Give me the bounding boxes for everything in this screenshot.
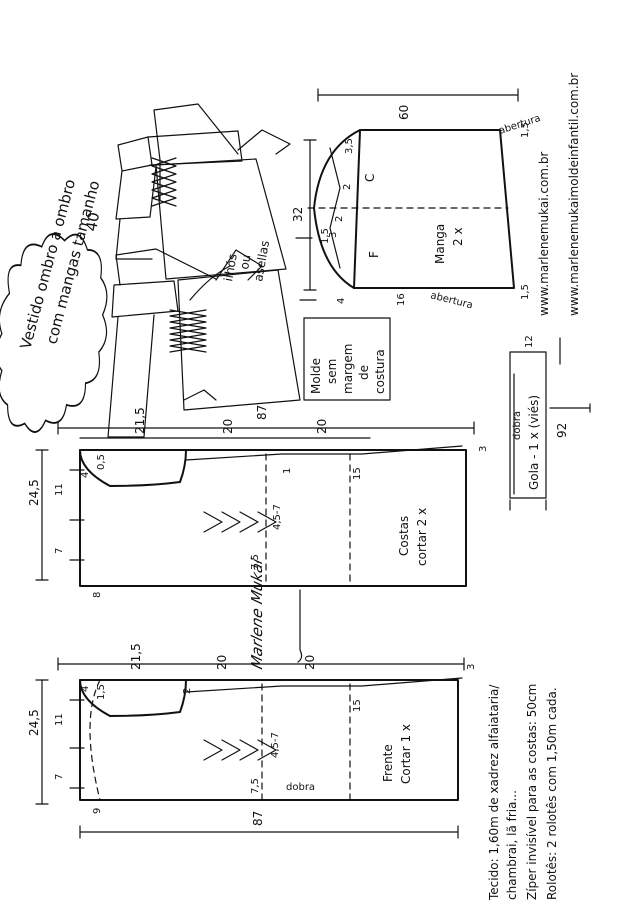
- notes-line4: Rolotês: 2 rolotês com 1,50m cada.: [545, 687, 559, 900]
- website-line2: www.marlenemukaimoldeinfantil.com.br: [567, 73, 581, 316]
- notes-line1: Tecido: 1,60m de xadrez alfaiataria/: [487, 684, 501, 900]
- molde-box: Molde sem margem de costura: [303, 317, 391, 401]
- sleeve-side-mark-2: 1,5: [520, 284, 531, 300]
- eyelets-label-2: ou: [237, 253, 253, 270]
- front-bottom: 9: [92, 808, 103, 814]
- sleeve-label-f: F: [367, 251, 381, 258]
- back-pattern: [35, 421, 475, 587]
- front-label: Frente: [381, 744, 395, 782]
- sleeve-label-name: Manga: [433, 224, 447, 264]
- front-neck2: 1,5: [96, 684, 107, 700]
- collar-dobra: dobra: [512, 411, 523, 440]
- title-cloud: Vestido ombro a ombro com mangas tamanho…: [0, 177, 108, 433]
- back-seg2: 20: [221, 419, 235, 434]
- sleeve-width: 60: [397, 105, 411, 120]
- front-dobra: dobra: [286, 782, 315, 793]
- back-seg3: 20: [315, 419, 329, 434]
- sleeve-height: 32: [291, 207, 305, 222]
- back-mark1: 1: [282, 468, 293, 474]
- notes-line2: chambrai, lã fria...: [505, 790, 519, 900]
- sleeve-cap-mark-3: 2: [334, 216, 345, 222]
- back-neck: 4: [80, 472, 91, 478]
- collar-height: 12: [524, 335, 535, 348]
- back-v3: 7: [54, 548, 65, 554]
- sleeve-left-mark: 4: [336, 298, 347, 304]
- eyelets-label-3: asellas: [251, 239, 272, 282]
- front-seg2: 20: [215, 655, 229, 670]
- title-size: 40: [82, 211, 103, 233]
- sleeve-bottom-mark: 16: [396, 293, 407, 306]
- molde-line1: Molde: [309, 358, 323, 394]
- back-cut: cortar 2 x: [415, 508, 429, 566]
- sleeve-abertura-bottom: abertura: [429, 290, 474, 311]
- back-v2: 11: [54, 483, 65, 496]
- sleeve-pattern: [295, 88, 519, 301]
- eyelets-label-1: ilhós: [221, 253, 240, 283]
- sleeve-label-cut: 2 x: [451, 227, 465, 246]
- back-hem: 3: [478, 446, 489, 452]
- sleeve-cap-mark-1: 3,5: [344, 138, 355, 154]
- back-total: 87: [255, 405, 269, 420]
- collar-pattern: dobra Gola - 1 x (viés) 12 92: [509, 335, 591, 511]
- eyelets-annotation: ilhós ou asellas: [189, 239, 272, 301]
- front-pattern: [35, 657, 465, 839]
- sleeve-cap-mark-5: 1,5: [320, 228, 331, 244]
- signature-text: Marlene Mukai: [248, 556, 266, 671]
- front-v1: 24,5: [27, 709, 41, 736]
- molde-line5: costura: [373, 349, 387, 394]
- dress-illustration-top: [115, 103, 291, 280]
- back-neck2: 0,5: [96, 454, 107, 470]
- collar-label: Gola - 1 x (viés): [527, 395, 541, 490]
- molde-line3: margem: [341, 344, 355, 394]
- front-total: 87: [251, 811, 265, 826]
- front-v2: 11: [54, 713, 65, 726]
- notes-line3: Zíper invisível para as costas: 50cm: [525, 684, 539, 900]
- front-seg3: 20: [303, 655, 317, 670]
- back-label: Costas: [397, 516, 411, 556]
- sleeve-cap-mark-2: 2: [342, 184, 353, 190]
- back-seg1: 21,5: [133, 407, 147, 434]
- back-side: 15: [352, 467, 363, 480]
- front-arm: 2: [182, 688, 193, 694]
- front-neck: 4: [80, 686, 91, 692]
- front-hem: 3: [466, 664, 477, 670]
- front-v3: 7: [54, 774, 65, 780]
- back-v1: 24,5: [27, 479, 41, 506]
- front-ladder2: 7,5: [250, 778, 261, 794]
- front-side: 15: [352, 699, 363, 712]
- lacing-top: [151, 157, 177, 207]
- sleeve-label-c: C: [363, 174, 377, 182]
- molde-line2: sem: [325, 359, 339, 384]
- collar-length: 92: [555, 423, 569, 438]
- signature: Marlene Mukai: [248, 556, 303, 671]
- front-cut: Cortar 1 x: [399, 724, 413, 784]
- sleeve-cap-mark-4: 3: [328, 232, 339, 238]
- back-ladder2: 7,5: [250, 554, 261, 570]
- sleeve-side-mark-1: 1,5: [520, 122, 531, 138]
- back-bottom: 8: [92, 592, 103, 598]
- website-line1: www.marlenemukai.com.br: [537, 152, 551, 316]
- molde-line4: de: [357, 365, 371, 380]
- lacing-bottom: [169, 309, 207, 353]
- front-seg1: 21,5: [129, 643, 143, 670]
- front-ladder: 4,5-7: [270, 732, 281, 758]
- back-ladder: 4,5-7: [272, 504, 283, 530]
